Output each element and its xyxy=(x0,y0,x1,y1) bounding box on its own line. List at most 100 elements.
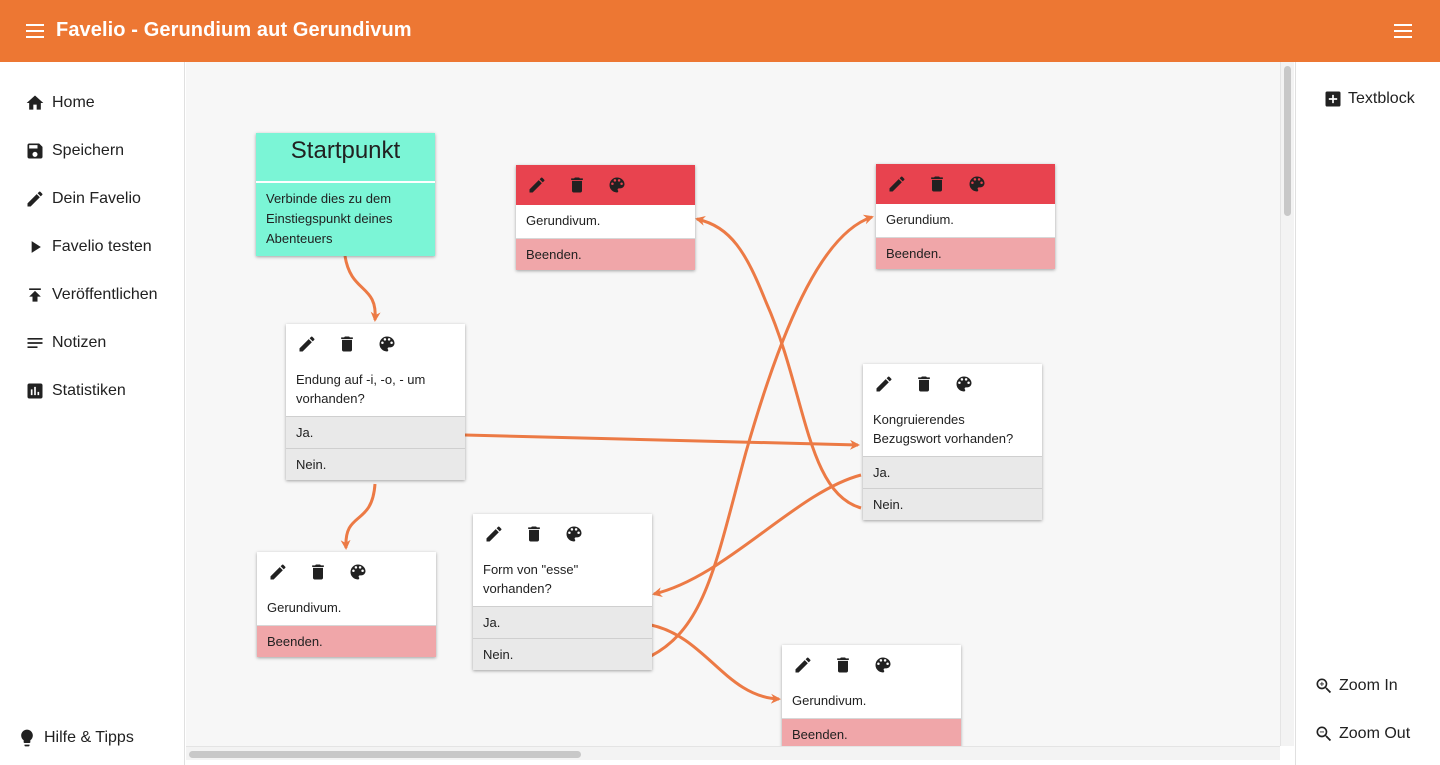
node-option[interactable]: Nein. xyxy=(286,448,465,480)
sidebar: Home Speichern Dein Favelio Favelio test… xyxy=(0,62,185,765)
palette-icon[interactable] xyxy=(966,173,988,195)
scrollbar-thumb[interactable] xyxy=(1284,66,1291,216)
help-tips-button[interactable]: Hilfe & Tipps xyxy=(16,723,134,753)
edit-icon[interactable] xyxy=(792,654,814,676)
palette-icon[interactable] xyxy=(606,174,628,196)
textblock-label: Textblock xyxy=(1348,90,1415,107)
story-node[interactable]: Form von "esse" vorhanden? Ja. Nein. xyxy=(473,514,652,670)
home-icon xyxy=(24,92,46,114)
story-node[interactable]: Gerundivum. Beenden. xyxy=(257,552,436,657)
sidebar-item-label: Notizen xyxy=(52,334,107,351)
delete-icon[interactable] xyxy=(307,561,329,583)
sidebar-item-label: Statistiken xyxy=(52,382,126,399)
right-menu-icon[interactable] xyxy=(1392,21,1414,41)
edit-icon[interactable] xyxy=(296,333,318,355)
node-toolbar xyxy=(257,552,436,592)
palette-icon[interactable] xyxy=(563,523,585,545)
sidebar-item-dein-favelio[interactable]: Dein Favelio xyxy=(24,184,141,214)
node-option[interactable]: Beenden. xyxy=(257,625,436,657)
add-box-icon xyxy=(1322,88,1344,110)
stats-icon xyxy=(24,380,46,402)
notes-icon xyxy=(24,332,46,354)
node-option[interactable]: Beenden. xyxy=(876,237,1055,269)
delete-icon[interactable] xyxy=(832,654,854,676)
edit-icon[interactable] xyxy=(873,373,895,395)
zoom-in-button[interactable]: Zoom In xyxy=(1313,675,1398,697)
palette-icon[interactable] xyxy=(872,654,894,676)
zoom-out-button[interactable]: Zoom Out xyxy=(1313,723,1410,745)
edge-n4-nein-to-n2 xyxy=(695,215,862,510)
delete-icon[interactable] xyxy=(913,373,935,395)
edit-icon[interactable] xyxy=(886,173,908,195)
edge-n1-nein-to-n5 xyxy=(340,483,377,550)
node-option[interactable]: Ja. xyxy=(473,606,652,638)
node-option[interactable]: Ja. xyxy=(863,456,1042,488)
sidebar-item-statistiken[interactable]: Statistiken xyxy=(24,376,126,406)
node-text: Endung auf -i, -o, - um vorhanden? xyxy=(296,372,426,406)
node-toolbar xyxy=(876,164,1055,204)
start-node-title: Startpunkt xyxy=(256,133,435,183)
sidebar-item-notizen[interactable]: Notizen xyxy=(24,328,106,358)
zoom-out-label: Zoom Out xyxy=(1339,725,1411,742)
delete-icon[interactable] xyxy=(523,523,545,545)
node-option[interactable]: Nein. xyxy=(473,638,652,670)
node-option[interactable]: Ja. xyxy=(286,416,465,448)
node-text: Gerundivum. xyxy=(526,213,601,228)
edit-icon[interactable] xyxy=(267,561,289,583)
scrollbar-thumb[interactable] xyxy=(189,751,581,758)
node-toolbar xyxy=(516,165,695,205)
story-node[interactable]: Kongruierendes Bezugswort vorhanden? Ja.… xyxy=(863,364,1042,520)
node-option[interactable]: Beenden. xyxy=(516,238,695,270)
add-textblock-button[interactable]: Textblock xyxy=(1322,88,1415,110)
edge-n4-ja-to-n6 xyxy=(652,473,862,598)
delete-icon[interactable] xyxy=(926,173,948,195)
palette-icon[interactable] xyxy=(953,373,975,395)
edit-icon[interactable] xyxy=(526,174,548,196)
flow-canvas[interactable]: Startpunkt Verbinde dies zu dem Einstieg… xyxy=(186,62,1280,746)
sidebar-item-label: Favelio testen xyxy=(52,238,152,255)
sidebar-item-label: Veröffentlichen xyxy=(52,286,158,303)
palette-icon[interactable] xyxy=(376,333,398,355)
story-node[interactable]: Gerundivum. Beenden. xyxy=(516,165,695,270)
story-node[interactable]: Gerundium. Beenden. xyxy=(876,164,1055,269)
node-option[interactable]: Nein. xyxy=(863,488,1042,520)
story-node[interactable]: Gerundivum. Beenden. xyxy=(782,645,961,746)
zoom-out-icon xyxy=(1313,723,1335,745)
sidebar-item-favelio-testen[interactable]: Favelio testen xyxy=(24,232,152,262)
node-toolbar xyxy=(782,645,961,685)
sidebar-item-home[interactable]: Home xyxy=(24,88,95,118)
menu-icon[interactable] xyxy=(24,21,46,41)
publish-icon xyxy=(24,284,46,306)
app-header: Favelio - Gerundium aut Gerundivum xyxy=(0,0,1440,62)
edit-icon[interactable] xyxy=(483,523,505,545)
horizontal-scrollbar[interactable] xyxy=(186,746,1280,760)
save-icon xyxy=(24,140,46,162)
palette-icon[interactable] xyxy=(347,561,369,583)
edge-n1-ja-to-n4 xyxy=(464,433,860,450)
node-toolbar xyxy=(863,364,1042,404)
delete-icon[interactable] xyxy=(566,174,588,196)
play-icon xyxy=(24,236,46,258)
node-text: Gerundivum. xyxy=(792,693,867,708)
node-option[interactable]: Beenden. xyxy=(782,718,961,746)
sidebar-item-label: Speichern xyxy=(52,142,125,159)
sidebar-item-label: Home xyxy=(52,94,95,111)
story-node[interactable]: Endung auf -i, -o, - um vorhanden? Ja. N… xyxy=(286,324,465,480)
app-title: Favelio - Gerundium aut Gerundivum xyxy=(56,19,412,41)
delete-icon[interactable] xyxy=(336,333,358,355)
edge-n6-nein-to-n3 xyxy=(650,214,874,658)
sidebar-item-label: Dein Favelio xyxy=(52,190,141,207)
edge-n6-ja-to-n7 xyxy=(650,623,781,704)
node-text: Form von "esse" vorhanden? xyxy=(483,562,579,596)
sidebar-item-speichern[interactable]: Speichern xyxy=(24,136,124,166)
edge-start-to-n1 xyxy=(343,255,381,322)
sidebar-item-veroeffentlichen[interactable]: Veröffentlichen xyxy=(24,280,158,310)
node-text: Kongruierendes Bezugswort vorhanden? xyxy=(873,412,1014,446)
vertical-scrollbar[interactable] xyxy=(1280,62,1294,746)
node-toolbar xyxy=(473,514,652,554)
start-node[interactable]: Startpunkt Verbinde dies zu dem Einstieg… xyxy=(256,133,435,256)
node-text: Gerundium. xyxy=(886,212,954,227)
node-toolbar xyxy=(286,324,465,364)
start-node-text: Verbinde dies zu dem Einstiegspunkt dein… xyxy=(266,191,393,246)
help-label: Hilfe & Tipps xyxy=(44,729,134,746)
